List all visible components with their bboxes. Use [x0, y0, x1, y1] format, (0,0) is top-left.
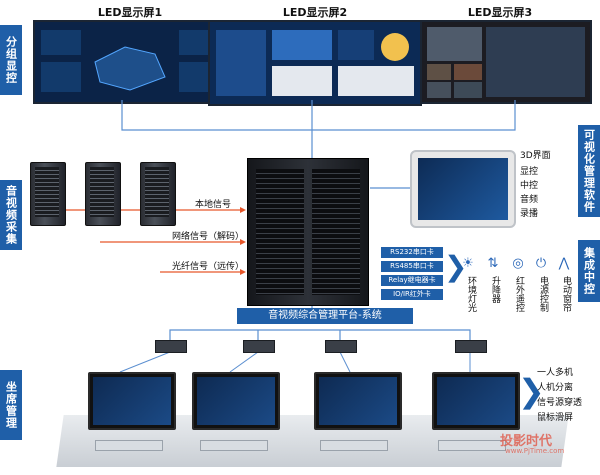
bracket-arrow-icon: ❯: [444, 250, 468, 283]
seat-feature-2: 人机分离: [537, 383, 574, 393]
seat-monitor-1-screen: [93, 377, 171, 425]
encoder-1: [155, 340, 187, 353]
led-screen-1-content: [35, 22, 225, 102]
seat-feature-3: 信号源穿透: [537, 398, 583, 408]
module-rs485: RS485串口卡: [381, 261, 443, 272]
encoder-4: [455, 340, 487, 353]
software-feature-4: 音频: [520, 195, 539, 205]
seat-monitor-4: [432, 372, 520, 430]
server-rack-1: [30, 162, 66, 226]
seat-bracket-icon: ❯: [518, 372, 545, 410]
led-screen-3-label: LED显示屏3: [467, 6, 533, 19]
software-feature-2: 显控: [520, 167, 539, 177]
led-screen-2: [208, 20, 422, 106]
software-feature-5: 录播: [520, 209, 539, 219]
control-function-lift: 升降器: [490, 276, 500, 303]
seat-monitor-2: [192, 372, 280, 430]
keyboard-1: [95, 440, 163, 451]
side-label-av-capture: 音视频采集: [0, 180, 22, 250]
led-screen-3-content: [422, 22, 590, 102]
side-label-group-display: 分组显控: [0, 25, 22, 95]
led-screen-1: [33, 20, 227, 104]
main-processor: [247, 158, 369, 306]
remote-icon: ◎: [512, 256, 524, 271]
server-rack-3: [140, 162, 176, 226]
lift-icon: ⇅: [487, 256, 499, 271]
seat-monitor-3-screen: [319, 377, 397, 425]
processor-panel-left: [256, 169, 304, 295]
power-icon: ⏻: [535, 256, 547, 271]
control-function-remote: 红外遥控: [514, 276, 524, 312]
processor-panel-right: [312, 169, 360, 295]
control-function-light: 环境灯光: [466, 276, 476, 312]
curtain-icon: ⋀: [558, 256, 570, 271]
seat-monitor-2-screen: [197, 377, 275, 425]
led-screen-2-label: LED显示屏2: [282, 6, 348, 19]
keyboard-3: [320, 440, 388, 451]
module-rs232: RS232串口卡: [381, 247, 443, 258]
seat-monitor-3: [314, 372, 402, 430]
control-function-curtain: 电动窗帘: [561, 276, 571, 312]
encoder-3: [325, 340, 357, 353]
seat-feature-1: 一人多机: [537, 368, 574, 378]
keyboard-2: [200, 440, 268, 451]
software-feature-3: 中控: [520, 181, 539, 191]
side-label-visual-software: 可视化管理软件: [578, 125, 600, 217]
tablet-screen: [418, 158, 508, 220]
seat-feature-4: 鼠标滑屏: [537, 413, 574, 423]
watermark-url: www.PjTime.com: [505, 447, 565, 455]
keyboard-4: [438, 440, 506, 451]
control-function-power: 电源控制: [538, 276, 548, 312]
software-feature-1: 3D界面: [520, 151, 551, 161]
watermark-title: 投影时代: [500, 434, 553, 449]
led-screen-3: [420, 20, 592, 104]
seat-monitor-4-screen: [437, 377, 515, 425]
led-screen-1-label: LED显示屏1: [97, 6, 163, 19]
encoder-2: [243, 340, 275, 353]
signal-fiber-label: 光纤信号（远传）: [172, 262, 245, 272]
signal-local-label: 本地信号: [195, 200, 232, 210]
side-label-seat-management: 坐席管理: [0, 370, 22, 440]
signal-network-label: 网络信号（解码）: [172, 232, 245, 242]
light-icon: ☀: [462, 256, 474, 271]
server-rack-2: [85, 162, 121, 226]
side-label-integrated-control: 集成中控: [578, 240, 600, 302]
module-relay: Relay继电器卡: [381, 275, 443, 286]
led-screen-2-content: [210, 22, 420, 104]
seat-monitor-1: [88, 372, 176, 430]
platform-banner: 音视频综合管理平台-系统: [237, 308, 413, 324]
tablet-control: [410, 150, 516, 228]
module-io-ir: IO/IR红外卡: [381, 289, 443, 300]
